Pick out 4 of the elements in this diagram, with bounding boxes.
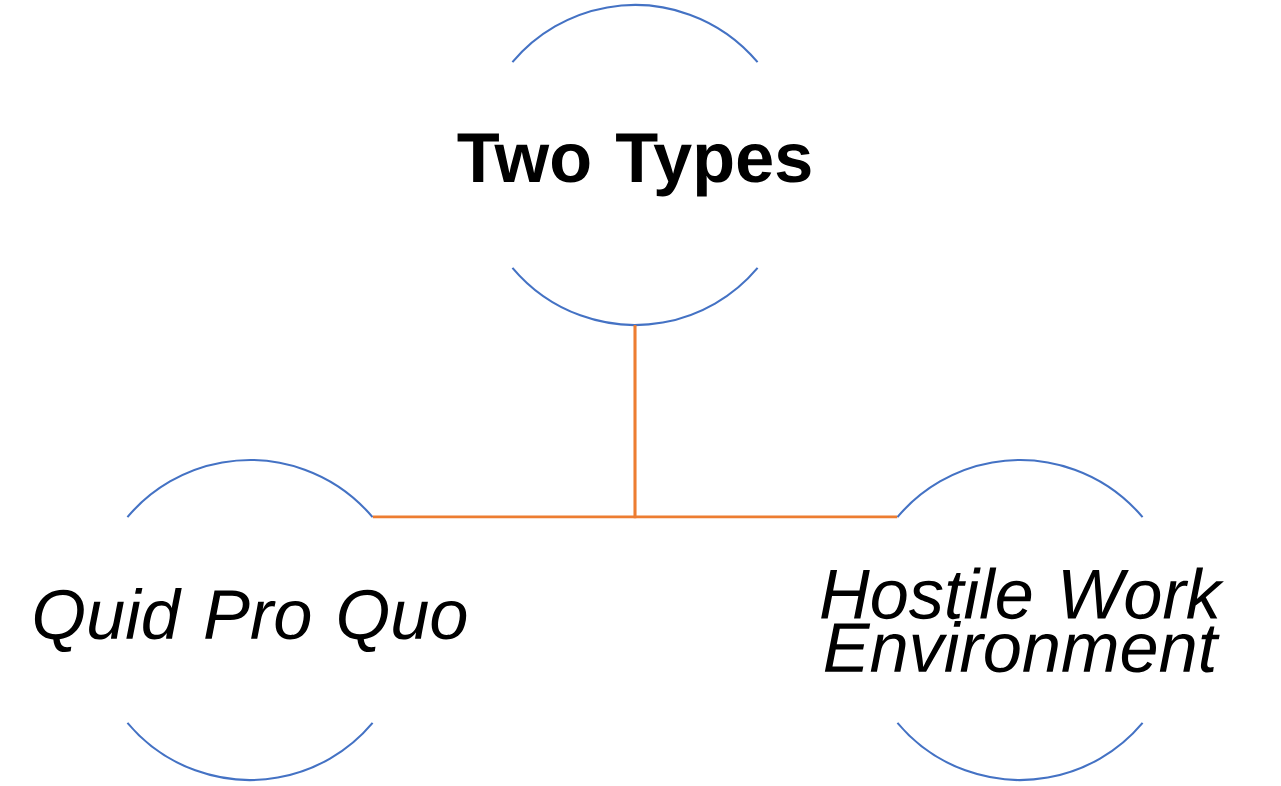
node-label: Quid Pro Quo bbox=[34, 587, 467, 653]
connector-line bbox=[633, 325, 898, 519]
node-label: Two Types bbox=[457, 133, 811, 197]
node-label: Hostile Work Environment bbox=[821, 567, 1224, 673]
